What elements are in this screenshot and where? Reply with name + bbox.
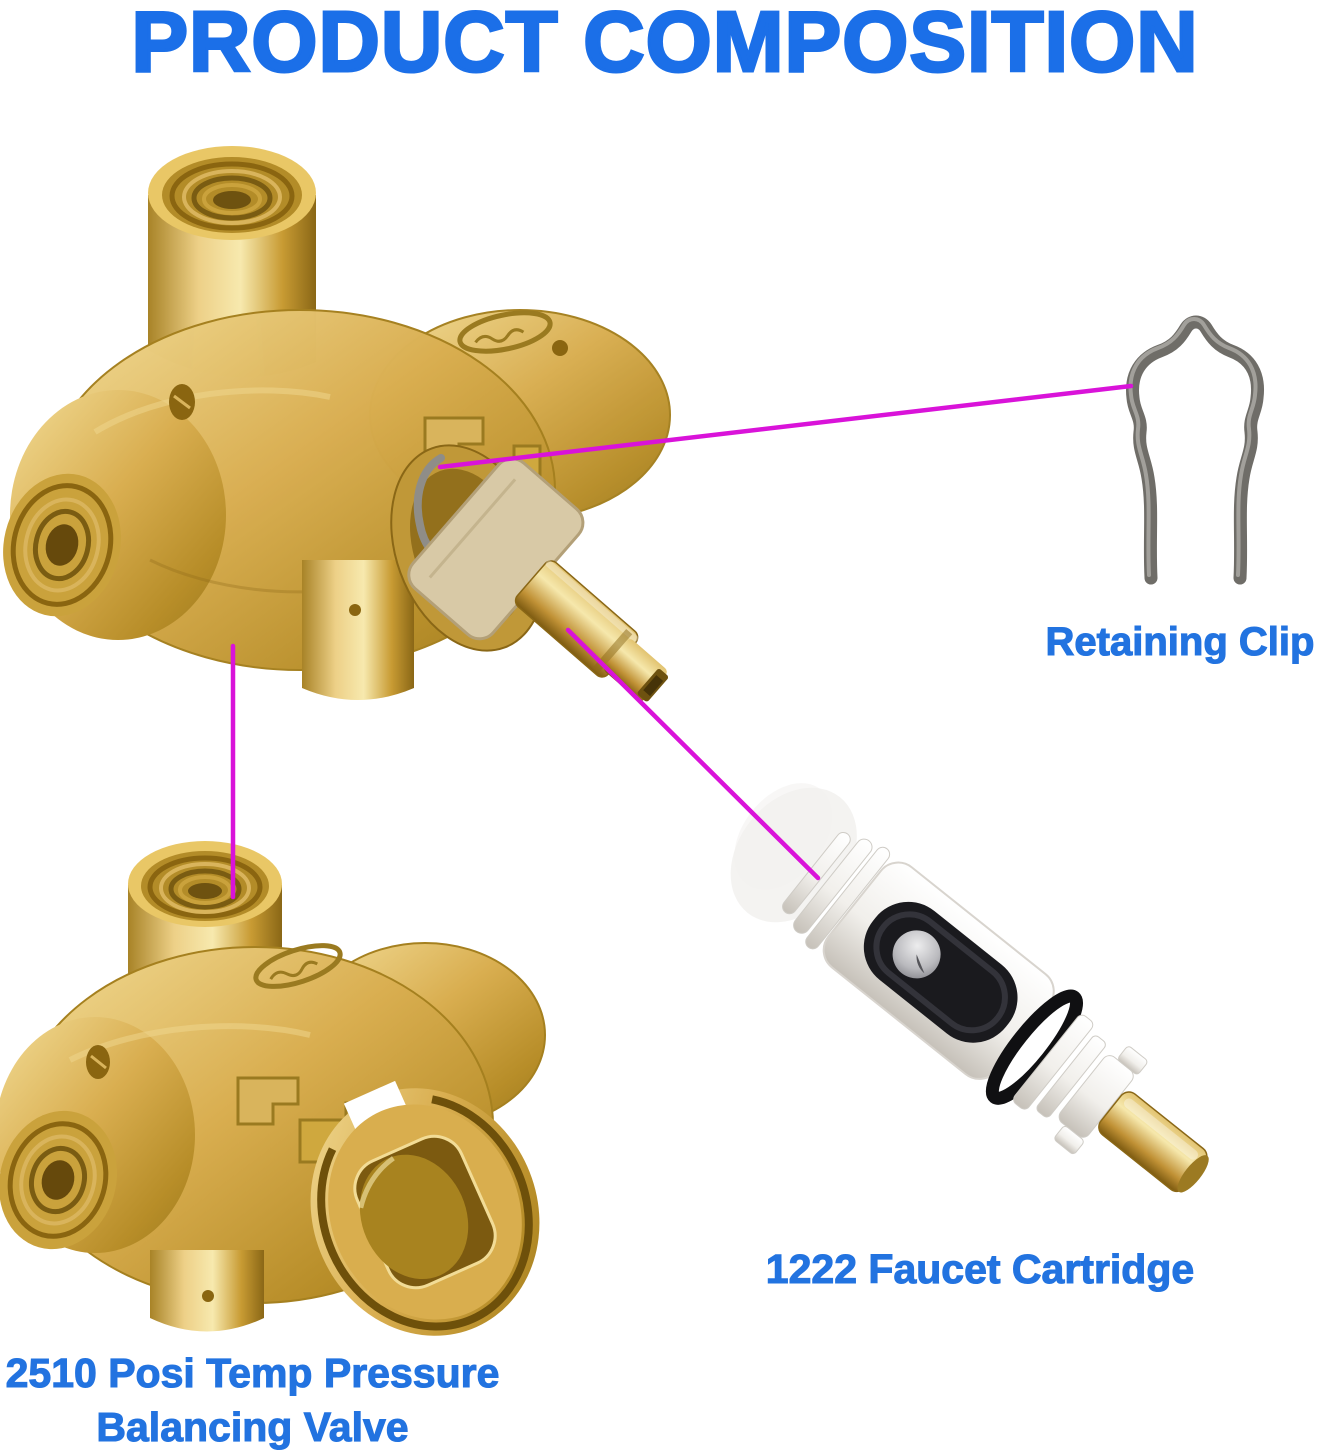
left-port-threads-2 xyxy=(0,1110,117,1250)
top-port-threads-2 xyxy=(128,841,282,927)
callout-line-retaining-clip xyxy=(437,383,1134,470)
retaining-clip-label: Retaining Clip xyxy=(1045,619,1315,664)
callout-line-faucet-cartridge xyxy=(565,627,821,881)
valve-with-cartridge-illustration xyxy=(3,146,671,702)
top-port-threads xyxy=(148,146,316,240)
balancing-valve-label-line1: 2510 Posi Temp Pressure xyxy=(5,1349,500,1396)
faucet-cartridge-label: 1222 Faucet Cartridge xyxy=(765,1245,1195,1292)
cartridge-stem xyxy=(1098,1091,1208,1193)
balancing-valve-label-line2: Balancing Valve xyxy=(96,1404,409,1451)
left-port-threads xyxy=(3,473,121,617)
faucet-cartridge-illustration xyxy=(730,783,1209,1193)
balancing-valve-label: 2510 Posi Temp Pressure Balancing Valve xyxy=(0,1346,505,1454)
valve-stem-assembly xyxy=(407,457,669,702)
retaining-clip-illustration xyxy=(1126,315,1265,585)
balancing-valve-illustration xyxy=(0,841,546,1336)
open-cartridge-socket xyxy=(310,1080,540,1336)
page-title: PRODUCT COMPOSITION xyxy=(130,0,1199,92)
